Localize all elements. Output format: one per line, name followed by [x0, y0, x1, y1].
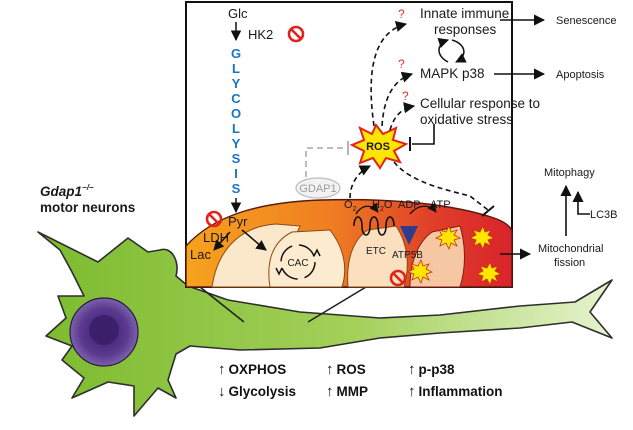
glycolysis-letter: C — [231, 91, 241, 106]
fission-line1: Mitochondrial — [538, 243, 603, 255]
gdap1-label: GDAP1 — [299, 183, 336, 195]
ros-label: ROS — [366, 141, 390, 153]
summary-pp38: ↑p-p38 — [408, 361, 455, 378]
glycolysis-letter: L — [232, 61, 240, 76]
o2-label: O2 — [344, 199, 357, 213]
h2o-subscript: 2 — [380, 206, 384, 213]
neuron-gene: Gdap1 — [40, 184, 82, 199]
gdap1-inhibits-ros-line — [305, 147, 346, 177]
ros-to-cellular-arrow — [389, 102, 416, 131]
neuron-label-line2: motor neurons — [40, 200, 135, 215]
atp5b-label: ATP5B — [392, 250, 423, 261]
etc-coil-icon — [353, 216, 395, 236]
summary-mmp-text: MMP — [336, 384, 369, 399]
neuron-label-line1: Gdap1−/− — [40, 183, 94, 199]
etc-label: ETC — [366, 246, 386, 257]
hk2-label: HK2 — [248, 27, 273, 42]
summary-oxphos: ↑OXPHOS — [218, 361, 286, 378]
senescence-label: Senescence — [556, 15, 617, 27]
inhibit-icon-ldh — [205, 210, 223, 228]
innate-line1: Innate immune — [420, 6, 509, 21]
innate-mapk-cycle-arrow — [451, 39, 467, 63]
o2-to-h2o-arrow — [355, 202, 379, 215]
h2o-o: O — [384, 199, 393, 211]
question-mark-cellular: ? — [402, 89, 409, 103]
up-arrow-icon: ↑ — [326, 361, 334, 378]
ros-fission-inhibit-bar — [481, 205, 495, 217]
up-arrow-icon: ↑ — [218, 361, 226, 378]
neuron-body — [37, 231, 613, 417]
glycolysis-letter: S — [232, 181, 241, 196]
mito-inner-mid — [347, 225, 408, 288]
motor-neuron — [37, 231, 613, 417]
up-arrow-icon: ↑ — [408, 383, 416, 400]
o2-subscript: 2 — [353, 206, 357, 213]
summary-ros-text: ROS — [336, 362, 366, 377]
ros-to-innate-arrow — [370, 21, 408, 127]
ros-burst-icon — [349, 123, 409, 170]
zoom-line-left — [199, 286, 245, 323]
glycolysis-letter: G — [231, 46, 241, 61]
pyr-to-cac-arrow — [241, 229, 267, 251]
inhibit-icon-hk2 — [287, 25, 305, 43]
glycolysis-letter: S — [232, 151, 241, 166]
burst-icon-2 — [468, 224, 496, 251]
cellular-inhibits-ros-line — [412, 124, 435, 145]
glc-label: Glc — [228, 6, 248, 21]
question-mark-mapk: ? — [398, 57, 405, 71]
glycolysis-letter: Y — [232, 76, 241, 91]
mapk-label: MAPK p38 — [420, 66, 485, 81]
summary-glycolysis-text: Glycolysis — [228, 384, 297, 399]
cac-cycle: CAC — [275, 244, 321, 280]
summary-inflammation-text: Inflammation — [418, 384, 503, 399]
neuron-nucleolus — [89, 315, 119, 345]
up-arrow-icon: ↑ — [326, 383, 334, 400]
summary-mmp: ↑MMP — [326, 383, 368, 400]
fission-line2: fission — [554, 257, 585, 269]
glycolysis-vertical-label: G L Y C O L Y S I S — [231, 46, 241, 196]
up-arrow-icon: ↑ — [408, 361, 416, 378]
neuron-genotype: −/− — [82, 183, 94, 192]
pyr-to-lac-arrow — [213, 231, 231, 251]
adp-to-atp-arrow — [409, 202, 437, 215]
burst-icon-4 — [475, 260, 503, 287]
glycolysis-letter: L — [232, 121, 240, 136]
innate-line2: responses — [434, 22, 497, 37]
zoom-line-right — [307, 286, 367, 323]
summary-inflammation: ↑Inflammation — [408, 383, 503, 400]
summary-oxphos-text: OXPHOS — [228, 362, 287, 377]
lc3b-to-mitophagy-arrow — [572, 190, 590, 215]
glycolysis-letter: O — [231, 106, 241, 121]
glycolysis-letter: Y — [232, 136, 241, 151]
cellular-line1: Cellular response to — [420, 96, 540, 111]
glycolysis-letter: I — [234, 166, 238, 181]
lac-label: Lac — [190, 247, 211, 262]
apoptosis-label: Apoptosis — [556, 69, 605, 81]
inhibit-icon-atp5b — [389, 269, 407, 287]
gdap1-oval — [295, 177, 341, 199]
cellular-line2: oxidative stress — [420, 112, 513, 127]
o2-o: O — [344, 199, 353, 211]
cac-label: CAC — [287, 258, 308, 269]
etc-to-ros-arrow — [349, 165, 372, 199]
question-mark-innate: ? — [398, 7, 405, 21]
mito-inner-cac — [268, 229, 346, 288]
summary-ros: ↑ROS — [326, 361, 366, 378]
summary-glycolysis: ↓Glycolysis — [218, 383, 296, 400]
down-arrow-icon: ↓ — [218, 383, 226, 400]
mitochondrion — [185, 198, 513, 288]
mapk-innate-cycle-arrow — [437, 38, 449, 63]
burst-icon-3 — [406, 258, 434, 285]
summary-pp38-text: p-p38 — [418, 362, 455, 377]
ros-to-mapk-arrow — [381, 71, 414, 127]
pyr-label: Pyr — [228, 214, 248, 229]
burst-icon-1 — [434, 224, 462, 251]
lc3b-label: LC3B — [590, 209, 618, 221]
atp5b-triangle-icon — [400, 226, 418, 245]
mitophagy-label: Mitophagy — [544, 167, 595, 179]
ros-to-fission-line — [393, 161, 489, 211]
adp-label: ADP — [398, 199, 421, 211]
